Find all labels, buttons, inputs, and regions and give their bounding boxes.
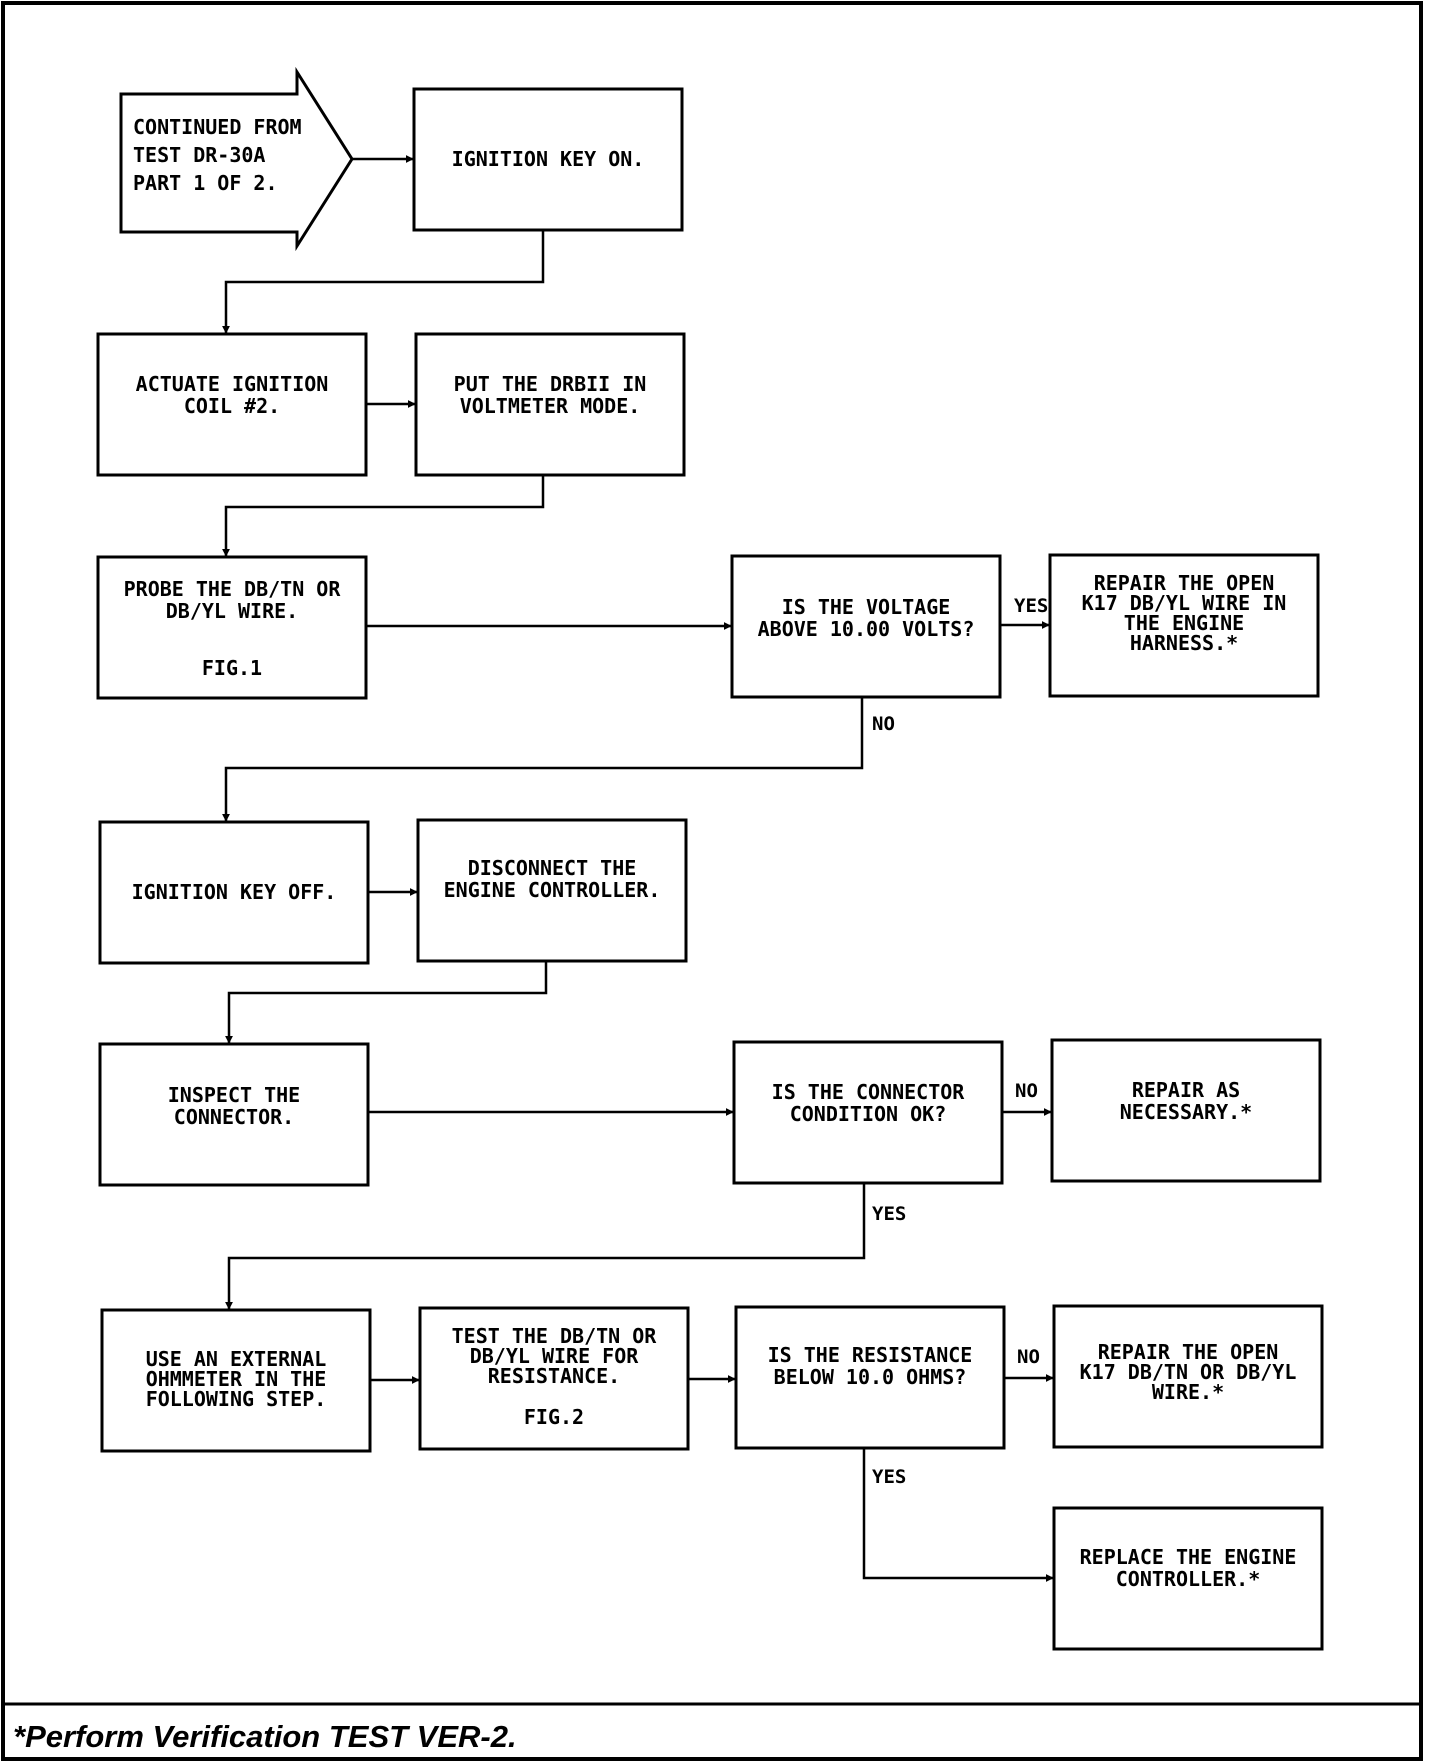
- step-repair-wire-line-2: K17 DB/TN OR DB/YL: [1080, 1360, 1297, 1384]
- decision-voltage: IS THE VOLTAGE ABOVE 10.00 VOLTS?: [730, 554, 1002, 699]
- step-actuate-line-1: ACTUATE IGNITION: [136, 372, 329, 396]
- step-repair-harness-line-3: THE ENGINE: [1124, 611, 1244, 635]
- decision-connector-line-1: IS THE CONNECTOR: [772, 1080, 966, 1104]
- connector-resistance-yes: [862, 1448, 1054, 1582]
- step-key-off-line-1: IGNITION KEY OFF.: [132, 880, 337, 904]
- step-drbii-voltmeter-mode: PUT THE DRBII IN VOLTMETER MODE.: [414, 332, 686, 477]
- label-resistance-no: NO: [1017, 1346, 1040, 1368]
- connector-connector-yes: [225, 1183, 866, 1310]
- connector-drbii-to-probe: [222, 475, 545, 557]
- decision-connector: IS THE CONNECTOR CONDITION OK?: [732, 1040, 1004, 1185]
- step-inspect-connector: INSPECT THE CONNECTOR.: [98, 1042, 370, 1187]
- start-arrow-line-3: PART 1 OF 2.: [133, 171, 278, 195]
- label-connector-no: NO: [1015, 1080, 1038, 1102]
- step-repair-harness-line-1: REPAIR THE OPEN: [1094, 571, 1275, 595]
- decision-voltage-line-2: ABOVE 10.00 VOLTS?: [758, 617, 975, 641]
- step-ignition-key-on: IGNITION KEY ON.: [412, 87, 684, 232]
- connector-disconnect-to-inspect: [225, 961, 548, 1044]
- step-repair-necessary-line-2: NECESSARY.*: [1120, 1100, 1252, 1124]
- label-connector-yes: YES: [872, 1203, 906, 1225]
- step-probe-line-1: PROBE THE DB/TN OR: [124, 577, 342, 601]
- label-voltage-yes: YES: [1014, 595, 1048, 617]
- step-probe-line-2: DB/YL WIRE.: [166, 599, 298, 623]
- step-test-resistance: TEST THE DB/TN OR DB/YL WIRE FOR RESISTA…: [418, 1306, 690, 1451]
- step-disconnect-controller: DISCONNECT THE ENGINE CONTROLLER.: [416, 818, 688, 963]
- step-test-resistance-line-2: DB/YL WIRE FOR: [470, 1344, 640, 1368]
- step-replace-line-2: CONTROLLER.*: [1116, 1567, 1261, 1591]
- decision-resistance-line-1: IS THE RESISTANCE: [768, 1343, 973, 1367]
- step-replace-controller: REPLACE THE ENGINE CONTROLLER.*: [1052, 1506, 1324, 1651]
- step-external-ohmmeter: USE AN EXTERNAL OHMMETER IN THE FOLLOWIN…: [100, 1308, 372, 1453]
- step-actuate-ignition-coil: ACTUATE IGNITION COIL #2.: [96, 332, 368, 477]
- step-repair-wire-line-3: WIRE.*: [1152, 1380, 1224, 1404]
- step-ignition-key-off: IGNITION KEY OFF.: [98, 820, 370, 965]
- step-actuate-line-2: COIL #2.: [184, 394, 280, 418]
- step-drbii-line-2: VOLTMETER MODE.: [460, 394, 641, 418]
- step-test-resistance-fig: FIG.2: [524, 1405, 584, 1429]
- step-disconnect-line-1: DISCONNECT THE: [468, 856, 637, 880]
- connector-key-on-to-actuate: [222, 230, 545, 334]
- step-probe-wire: PROBE THE DB/TN OR DB/YL WIRE. FIG.1: [96, 555, 368, 700]
- footer-note: *Perform Verification TEST VER-2.: [13, 1719, 517, 1754]
- step-repair-wire-line-1: REPAIR THE OPEN: [1098, 1340, 1279, 1364]
- step-replace-line-1: REPLACE THE ENGINE: [1080, 1545, 1297, 1569]
- step-repair-necessary-line-1: REPAIR AS: [1132, 1078, 1240, 1102]
- decision-resistance: IS THE RESISTANCE BELOW 10.0 OHMS?: [734, 1305, 1006, 1450]
- step-inspect-line-2: CONNECTOR.: [174, 1105, 294, 1129]
- connector-voltage-no: [222, 697, 864, 822]
- connectors: [222, 155, 1054, 1582]
- label-resistance-yes: YES: [872, 1466, 906, 1488]
- step-disconnect-line-2: ENGINE CONTROLLER.: [444, 878, 661, 902]
- step-ohmmeter-line-1: USE AN EXTERNAL: [146, 1347, 327, 1371]
- start-arrow: CONTINUED FROM TEST DR-30A PART 1 OF 2.: [119, 66, 354, 252]
- step-ignition-key-on-line-1: IGNITION KEY ON.: [452, 147, 645, 171]
- step-test-resistance-line-3: RESISTANCE.: [488, 1364, 620, 1388]
- step-probe-fig: FIG.1: [202, 656, 262, 680]
- step-test-resistance-line-1: TEST THE DB/TN OR: [452, 1324, 658, 1348]
- step-inspect-line-1: INSPECT THE: [168, 1083, 300, 1107]
- decision-connector-line-2: CONDITION OK?: [790, 1102, 947, 1126]
- step-drbii-line-1: PUT THE DRBII IN: [454, 372, 647, 396]
- step-repair-as-necessary: REPAIR AS NECESSARY.*: [1050, 1038, 1322, 1183]
- label-voltage-no: NO: [872, 713, 895, 735]
- start-arrow-line-1: CONTINUED FROM: [133, 115, 302, 139]
- step-repair-harness-line-2: K17 DB/YL WIRE IN: [1082, 591, 1287, 615]
- step-repair-harness-line-4: HARNESS.*: [1130, 631, 1238, 655]
- start-arrow-line-2: TEST DR-30A: [133, 143, 265, 167]
- step-repair-k17-wire: REPAIR THE OPEN K17 DB/TN OR DB/YL WIRE.…: [1052, 1304, 1324, 1449]
- step-ohmmeter-line-3: FOLLOWING STEP.: [146, 1387, 327, 1411]
- decision-resistance-line-2: BELOW 10.0 OHMS?: [774, 1365, 967, 1389]
- decision-voltage-line-1: IS THE VOLTAGE: [782, 595, 951, 619]
- step-repair-k17-harness: REPAIR THE OPEN K17 DB/YL WIRE IN THE EN…: [1048, 553, 1320, 698]
- step-ohmmeter-line-2: OHMMETER IN THE: [146, 1367, 327, 1391]
